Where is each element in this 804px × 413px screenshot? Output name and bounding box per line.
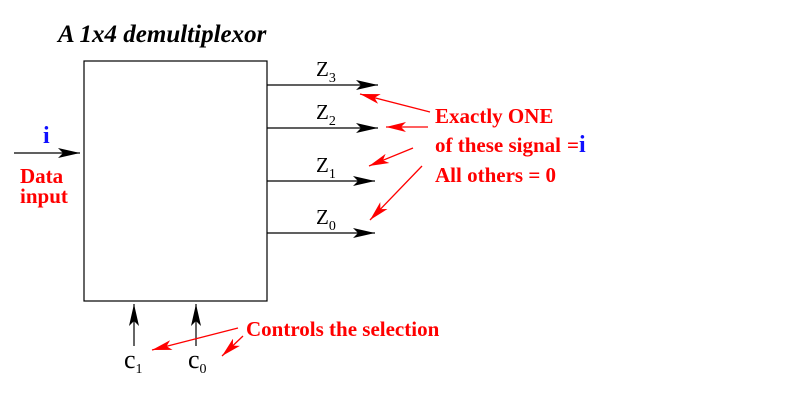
control-label-c1: c1 bbox=[124, 345, 143, 377]
output-label-z3: Z3 bbox=[316, 57, 336, 86]
output-label-z1: Z1 bbox=[316, 153, 336, 182]
annotation-arrow-z1 bbox=[368, 147, 414, 167]
annotation-arrow-c0 bbox=[221, 335, 244, 357]
annotation-outputs-line2: of these signal=i bbox=[435, 132, 586, 158]
annotation-arrow-z0 bbox=[369, 165, 423, 221]
control-label-c0: c0 bbox=[188, 345, 207, 377]
data-input-symbol: i bbox=[43, 123, 50, 149]
annotation-arrow-c1 bbox=[151, 327, 239, 351]
data-input-label-line1: Data bbox=[20, 164, 64, 188]
data-input-label-line2: input bbox=[20, 184, 68, 208]
annotation-controls: Controls the selection bbox=[246, 317, 440, 341]
diagram-title: A 1x4 demultiplexor bbox=[56, 21, 267, 48]
output-label-z2: Z2 bbox=[316, 100, 336, 129]
annotation-outputs-line3: All others = 0 bbox=[435, 163, 556, 187]
annotation-outputs-line1: Exactly ONE bbox=[435, 104, 553, 128]
annotation-arrow-z3 bbox=[359, 93, 431, 113]
demux-block bbox=[83, 60, 268, 302]
output-label-z0: Z0 bbox=[316, 205, 336, 234]
